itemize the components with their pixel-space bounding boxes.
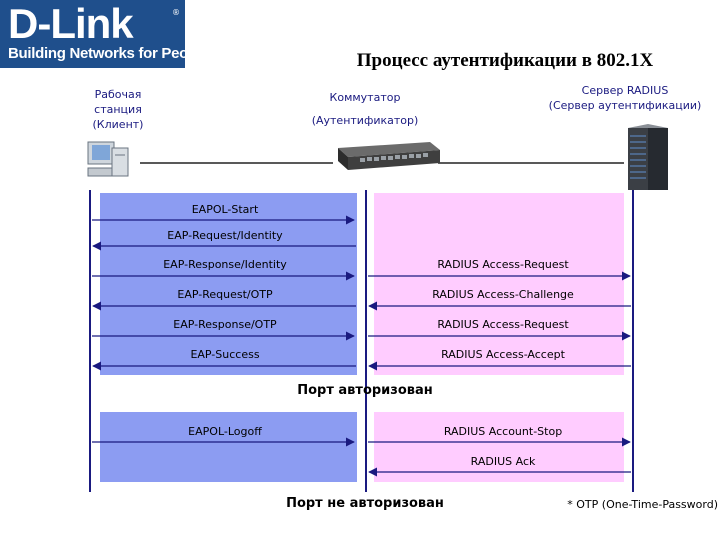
server-label-line-1: Сервер RADIUS (581, 84, 669, 97)
server-label: Сервер RADIUS (Сервер аутентификации) (535, 83, 715, 113)
port-authorized-label: Порт авторизован (297, 383, 433, 398)
msg-radius-access-challenge: RADIUS Access-Challenge (432, 288, 574, 301)
msg-eapol-start: EAPOL-Start (191, 203, 259, 216)
msg-radius-access-request-2: RADIUS Access-Request (437, 318, 569, 331)
logo-registered-mark: ® (172, 8, 180, 17)
switch-label-line-1: Коммутатор (329, 91, 401, 104)
dlink-logo (0, 0, 185, 68)
logoff-eap-panel (100, 412, 357, 482)
client-label-line-2: станция (94, 103, 142, 116)
msg-radius-account-stop: RADIUS Account-Stop (443, 425, 563, 438)
logo-brand: D-Link (8, 0, 134, 47)
client-label-line-1: Рабочая (94, 88, 142, 101)
msg-radius-access-request-1: RADIUS Access-Request (437, 258, 569, 271)
logoff-radius-panel (374, 412, 624, 482)
msg-radius-access-accept: RADIUS Access-Accept (441, 348, 565, 361)
server-label-line-2: (Сервер аутентификации) (548, 99, 702, 112)
logo-tagline: Building Networks for People (8, 45, 209, 62)
switch-label-line-2: (Аутентификатор) (311, 114, 419, 127)
eap-panel (100, 193, 357, 375)
msg-eap-response-identity: EAP-Response/Identity (163, 258, 287, 271)
msg-eap-response-otp: EAP-Response/OTP (173, 318, 277, 331)
server-rack-icon (628, 124, 668, 190)
msg-eap-request-identity: EAP-Request/Identity (167, 229, 283, 242)
msg-eap-success: EAP-Success (190, 348, 260, 361)
msg-eap-request-otp: EAP-Request/OTP (177, 288, 273, 301)
client-label-line-3: (Клиент) (92, 118, 144, 131)
switch-label: Коммутатор (Аутентификатор) (290, 90, 440, 128)
page-title: Процесс аутентификации в 802.1X (356, 50, 654, 71)
radius-panel (374, 193, 624, 375)
msg-radius-ack: RADIUS Ack (470, 455, 536, 468)
switch-icon (338, 142, 440, 170)
msg-eapol-logoff: EAPOL-Logoff (188, 425, 262, 438)
client-label: Рабочая станция (Клиент) (78, 87, 158, 132)
workstation-icon (87, 141, 129, 177)
port-unauthorized-label: Порт не авторизован (286, 496, 444, 511)
otp-footnote: * OTP (One-Time-Password) (567, 498, 718, 511)
